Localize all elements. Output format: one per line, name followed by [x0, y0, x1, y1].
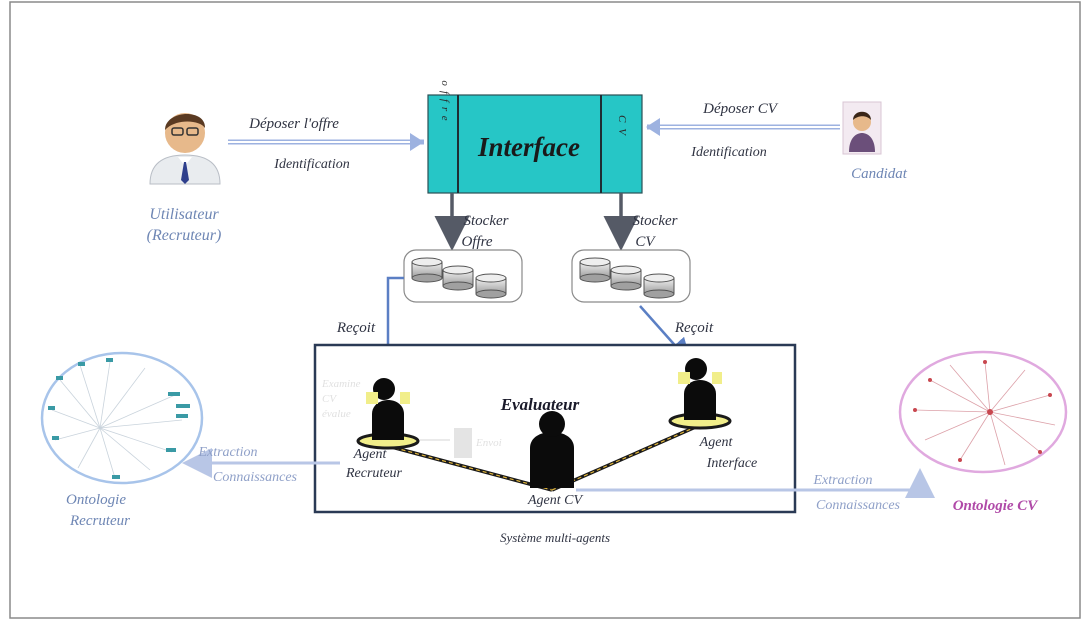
recruiter-deposit-label: Déposer l'offre: [248, 116, 339, 132]
extract-recruiter-label-line2: Connaissances: [213, 470, 298, 485]
mas-caption: Système multi-agents: [500, 530, 610, 545]
agent-interface-figure: [668, 358, 732, 430]
store-cv-label-line1: Stocker: [633, 213, 678, 229]
evaluator-title: Evaluateur: [500, 395, 580, 414]
recruiter-identification-label: Identification: [273, 157, 349, 172]
offer-to-agent-recruiter-arrow: [375, 276, 404, 373]
candidate-icon: [842, 101, 882, 155]
store-cv-label-line2: CV: [635, 234, 656, 250]
interface-cv-column: CV: [616, 115, 628, 141]
extract-cv-label-line2: Connaissances: [816, 498, 901, 513]
ontology-recruiter-graph: [40, 351, 204, 485]
agent-recruiter-figure: [356, 378, 420, 450]
store-offer-label-line2: Offre: [461, 234, 492, 250]
recruiter-to-interface-arrow: [228, 133, 424, 151]
recruiter-user-icon: [149, 113, 221, 185]
background-sketch: Examine CV évalue Envoi: [321, 378, 502, 458]
agent-cv-label: Agent CV: [527, 493, 583, 508]
candidate-identification-label: Identification: [690, 145, 766, 160]
agent-interface-label-line2: Interface: [706, 456, 758, 471]
store-offer-label-line1: Stocker: [464, 213, 509, 229]
ontology-recruiter-label-line2: Recruteur: [69, 513, 130, 529]
svg-text:Examine: Examine: [321, 378, 361, 390]
candidate-deposit-label: Déposer CV: [702, 101, 779, 117]
agent-interface-label-line1: Agent: [699, 435, 734, 450]
extract-cv-label-line1: Extraction: [812, 473, 872, 488]
candidate-to-interface-arrow: [646, 118, 840, 136]
svg-text:CV: CV: [322, 393, 337, 405]
extract-recruiter-label-line1: Extraction: [197, 445, 257, 460]
receive-left-label: Reçoit: [336, 320, 376, 336]
interface-block: Interface offre CV: [427, 80, 643, 194]
offer-database: [403, 249, 523, 303]
svg-text:évalue: évalue: [322, 408, 351, 420]
svg-text:Envoi: Envoi: [475, 437, 502, 449]
ontology-recruiter-label-line1: Ontologie: [66, 492, 126, 508]
agent-links: [387, 423, 701, 492]
interface-title: Interface: [477, 132, 580, 162]
agent-recruiter-label-line2: Recruteur: [345, 466, 403, 481]
cv-database: [571, 249, 691, 303]
agent-cv-figure: [530, 411, 574, 488]
extract-cv-arrow: [576, 468, 935, 498]
receive-right-label: Reçoit: [674, 320, 714, 336]
agent-recruiter-label-line1: Agent: [353, 447, 388, 462]
recruiter-label-line1: Utilisateur: [149, 206, 219, 223]
interface-offre-column: offre: [439, 80, 451, 125]
candidate-label: Candidat: [851, 166, 908, 182]
ontology-cv-label: Ontologie CV: [953, 498, 1040, 514]
outer-frame: [9, 1, 1081, 619]
ontology-cv-graph: [898, 350, 1068, 474]
recruiter-label-line2: (Recruteur): [147, 227, 222, 244]
